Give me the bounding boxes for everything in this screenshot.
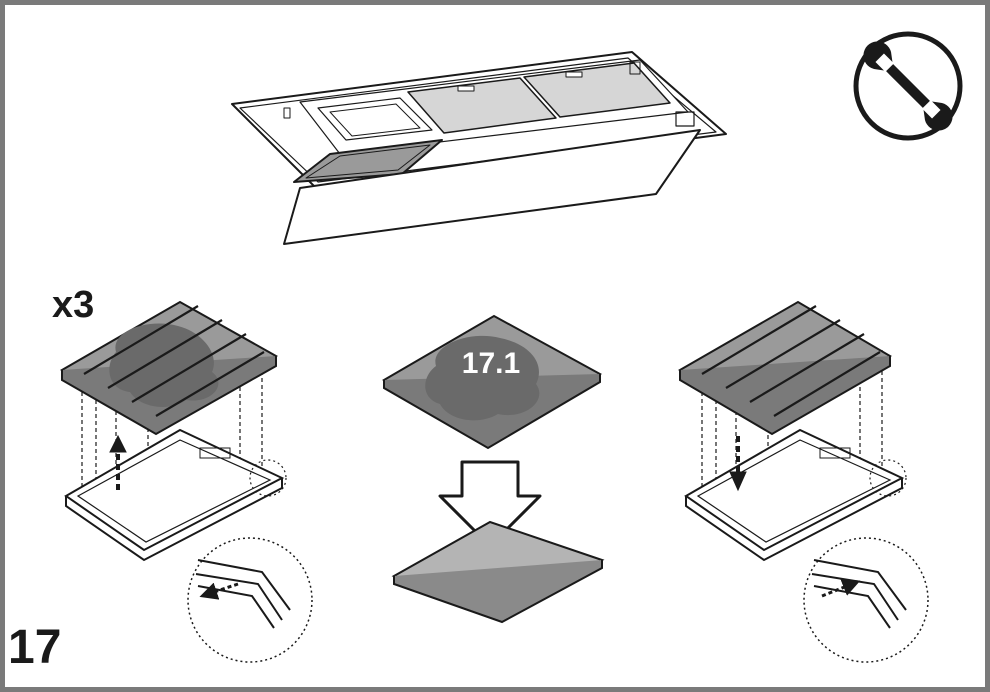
arrow-up-icon xyxy=(109,434,127,490)
arrow-down-icon xyxy=(729,436,747,492)
part-number-label: 17.1 xyxy=(461,347,521,380)
filter-removal-figure xyxy=(59,300,313,663)
quantity-label: x3 xyxy=(52,284,95,326)
filter-replace-figure xyxy=(382,314,605,624)
step-number: 17 xyxy=(8,621,62,674)
arrow-down-icon xyxy=(438,460,542,548)
wrench-icon xyxy=(853,31,963,141)
cooker-hood xyxy=(231,51,727,245)
filter-install-figure xyxy=(678,300,929,663)
